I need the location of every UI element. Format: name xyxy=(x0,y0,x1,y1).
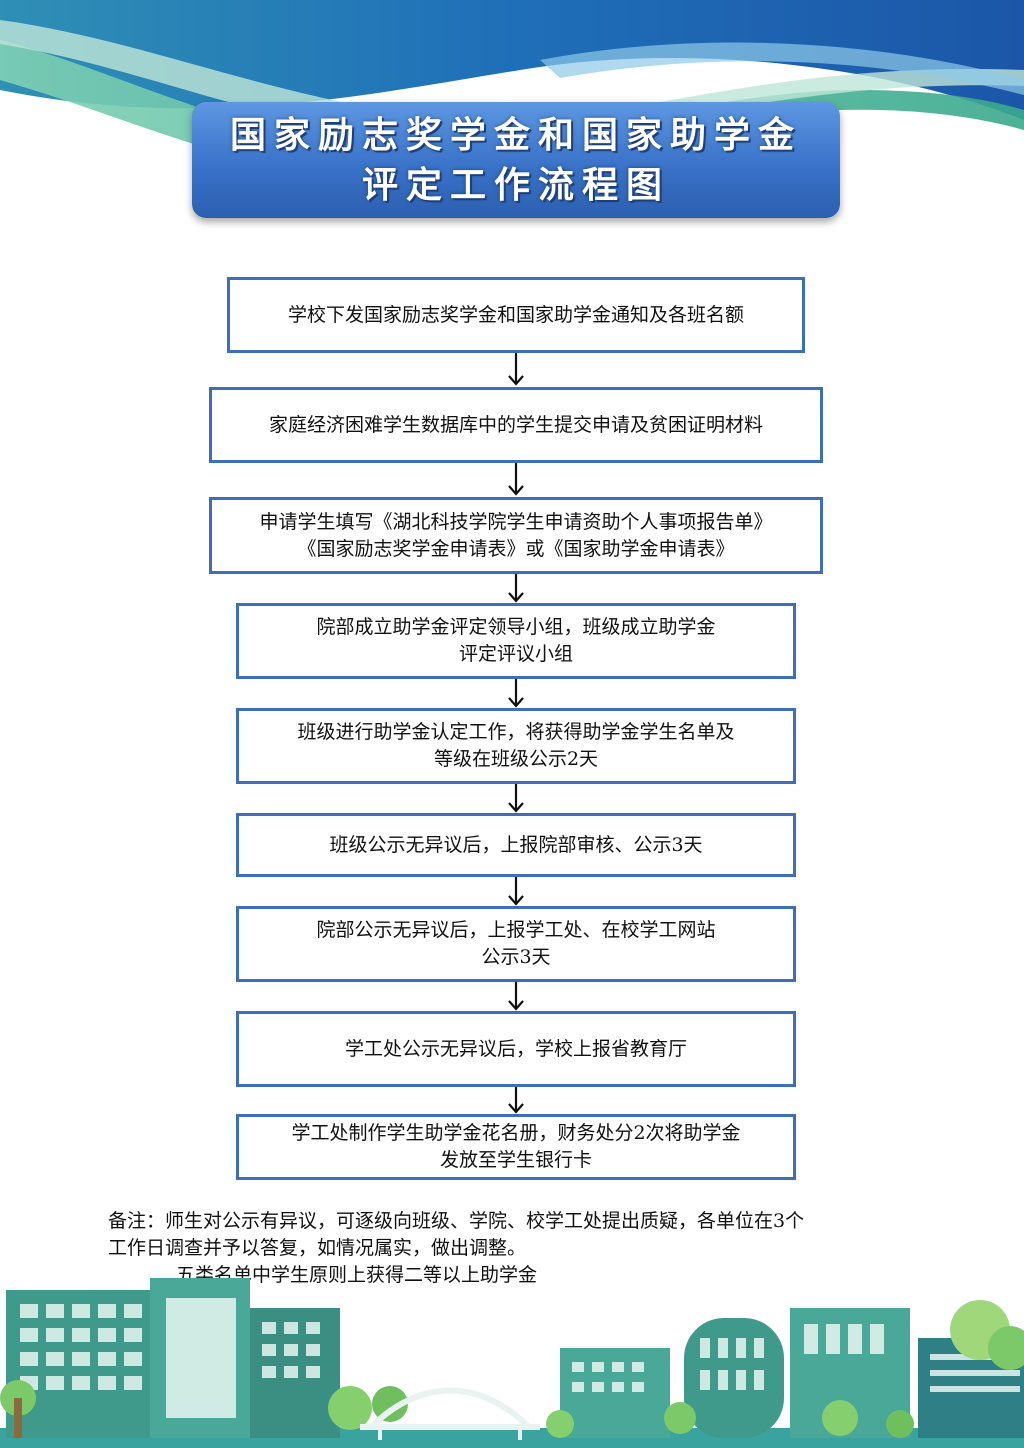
arrow-6-icon xyxy=(508,877,524,906)
notes-section: 备注：师生对公示有异议，可逐级向班级、学院、校学工处提出质疑，各单位在3个 工作… xyxy=(108,1208,948,1289)
arrow-4-icon xyxy=(508,679,524,708)
notes-line-1: 备注：师生对公示有异议，可逐级向班级、学院、校学工处提出质疑，各单位在3个 xyxy=(108,1210,805,1232)
step-6-box: 班级公示无异议后，上报院部审核、公示3天 xyxy=(236,813,796,877)
arrow-5-icon xyxy=(508,784,524,813)
step-8-text: 学工处公示无异议后，学校上报省教育厅 xyxy=(344,1037,687,1060)
step-2-box: 家庭经济困难学生数据库中的学生提交申请及贫困证明材料 xyxy=(209,387,823,463)
step-5-box: 班级进行助学金认定工作，将获得助学金学生名单及 等级在班级公示2天 xyxy=(236,708,796,784)
step-7-box: 院部公示无异议后，上报学工处、在校学工网站 公示3天 xyxy=(236,906,796,982)
step-5-text-line-1: 班级进行助学金认定工作，将获得助学金学生名单及 xyxy=(297,721,735,743)
step-7-text-line-2: 公示3天 xyxy=(481,946,551,968)
title-line-1: 国家励志奖学金和国家助学金 xyxy=(229,114,802,156)
arrow-7-icon xyxy=(508,982,524,1011)
step-9-box: 学工处制作学生助学金花名册，财务处分2次将助学金 发放至学生银行卡 xyxy=(236,1114,796,1180)
campus-illustration xyxy=(0,1278,1024,1448)
step-4-box: 院部成立助学金评定领导小组，班级成立助学金 评定评议小组 xyxy=(236,603,796,679)
step-2-text: 家庭经济困难学生数据库中的学生提交申请及贫困证明材料 xyxy=(268,413,763,436)
step-9-text-line-2: 发放至学生银行卡 xyxy=(439,1149,592,1171)
arrow-3-icon xyxy=(508,574,524,603)
step-1-text: 学校下发国家励志奖学金和国家助学金通知及各班名额 xyxy=(287,303,744,326)
step-3-box: 申请学生填写《湖北科技学院学生申请资助个人事项报告单》 《国家励志奖学金申请表》… xyxy=(209,497,823,574)
notes-line-2: 工作日调查并予以答复，如情况属实，做出调整。 xyxy=(108,1237,527,1259)
notes-line-3: 五类名单中学生原则上获得二等以上助学金 xyxy=(176,1264,538,1286)
step-8-box: 学工处公示无异议后，学校上报省教育厅 xyxy=(236,1011,796,1087)
step-3-text-line-1: 申请学生填写《湖北科技学院学生申请资助个人事项报告单》 xyxy=(259,510,773,533)
title-line-2: 评定工作流程图 xyxy=(361,164,670,206)
step-5-text-line-2: 等级在班级公示2天 xyxy=(433,748,599,770)
arrow-1-icon xyxy=(508,353,524,386)
step-9-text-line-1: 学工处制作学生助学金花名册，财务处分2次将助学金 xyxy=(291,1122,741,1144)
step-6-text: 班级公示无异议后，上报院部审核、公示3天 xyxy=(329,833,703,856)
step-1-box: 学校下发国家励志奖学金和国家助学金通知及各班名额 xyxy=(227,277,805,353)
step-4-text-line-2: 评定评议小组 xyxy=(458,643,573,665)
arrow-2-icon xyxy=(508,463,524,496)
arrow-8-icon xyxy=(508,1087,524,1114)
title-banner: 国家励志奖学金和国家助学金 评定工作流程图 xyxy=(192,102,840,218)
step-3-text-line-2: 《国家励志奖学金申请表》或《国家助学金申请表》 xyxy=(297,537,735,560)
step-7-text-line-1: 院部公示无异议后，上报学工处、在校学工网站 xyxy=(316,919,716,941)
step-4-text-line-1: 院部成立助学金评定领导小组，班级成立助学金 xyxy=(316,616,716,638)
